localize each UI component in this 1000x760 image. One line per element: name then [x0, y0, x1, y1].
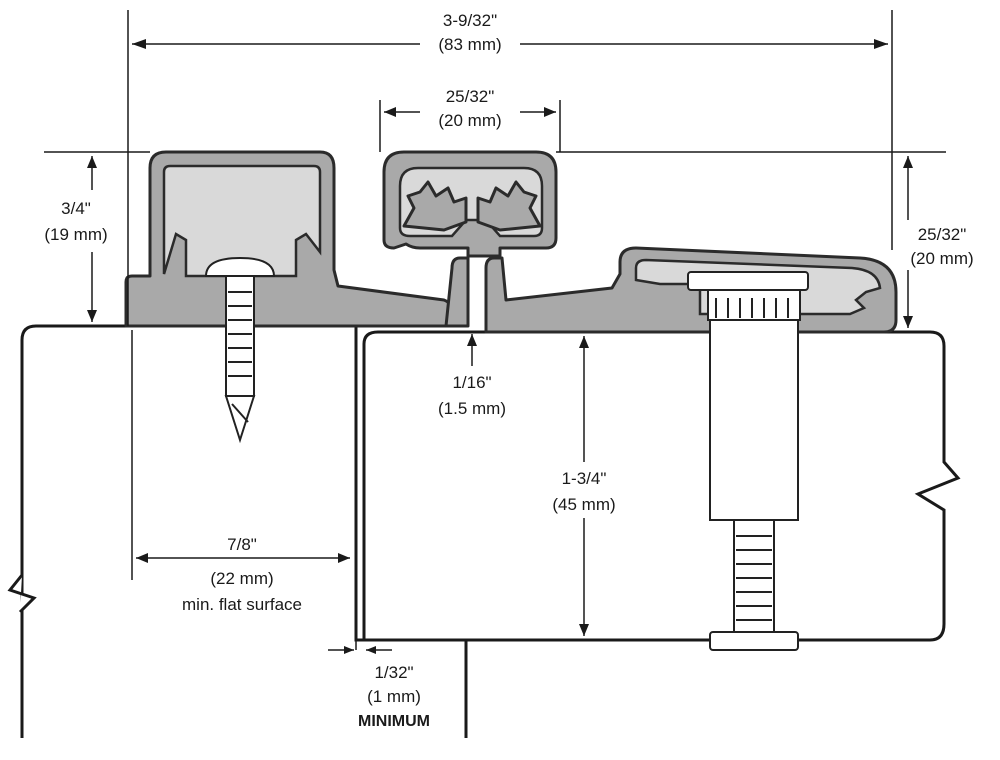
door-thickness-metric: (45 mm) [552, 495, 615, 514]
gap-imperial: 1/16" [452, 373, 491, 392]
gap-metric: (1.5 mm) [438, 399, 506, 418]
flat-surface-metric: (22 mm) [210, 569, 273, 588]
dim-door-thickness: 1-3/4" (45 mm) [552, 336, 616, 636]
door-thickness-imperial: 1-3/4" [562, 469, 607, 488]
clearance-note: MINIMUM [358, 713, 430, 730]
dim-overall-width: 3-9/32" (83 mm) [127, 10, 893, 326]
overall-width-metric: (83 mm) [438, 35, 501, 54]
center-width-metric: (20 mm) [438, 111, 501, 130]
center-knuckle [382, 150, 558, 258]
flat-surface-note: min. flat surface [182, 595, 302, 614]
dim-left-height: 3/4" (19 mm) [44, 151, 150, 322]
clearance-metric: (1 mm) [367, 687, 421, 706]
flat-surface-imperial: 7/8" [227, 535, 257, 554]
dim-flat-surface: 7/8" (22 mm) min. flat surface [131, 330, 350, 614]
clearance-imperial: 1/32" [374, 663, 413, 682]
door-through-bolt [687, 271, 809, 651]
frame-outline [7, 324, 468, 738]
dim-center-width: 25/32" (20 mm) [379, 87, 561, 152]
dim-clearance: 1/32" (1 mm) MINIMUM [328, 646, 430, 730]
center-width-imperial: 25/32" [446, 87, 495, 106]
dim-right-height: 25/32" (20 mm) [556, 151, 974, 328]
door-leaf [362, 330, 961, 642]
right-height-imperial: 25/32" [918, 225, 967, 244]
frame-screw [204, 256, 276, 444]
left-height-metric: (19 mm) [44, 225, 107, 244]
left-hinge-leaf [124, 150, 470, 328]
left-height-imperial: 3/4" [61, 199, 91, 218]
dim-gap: 1/16" (1.5 mm) [438, 334, 506, 418]
right-height-metric: (20 mm) [910, 249, 973, 268]
overall-width-imperial: 3-9/32" [443, 11, 497, 30]
